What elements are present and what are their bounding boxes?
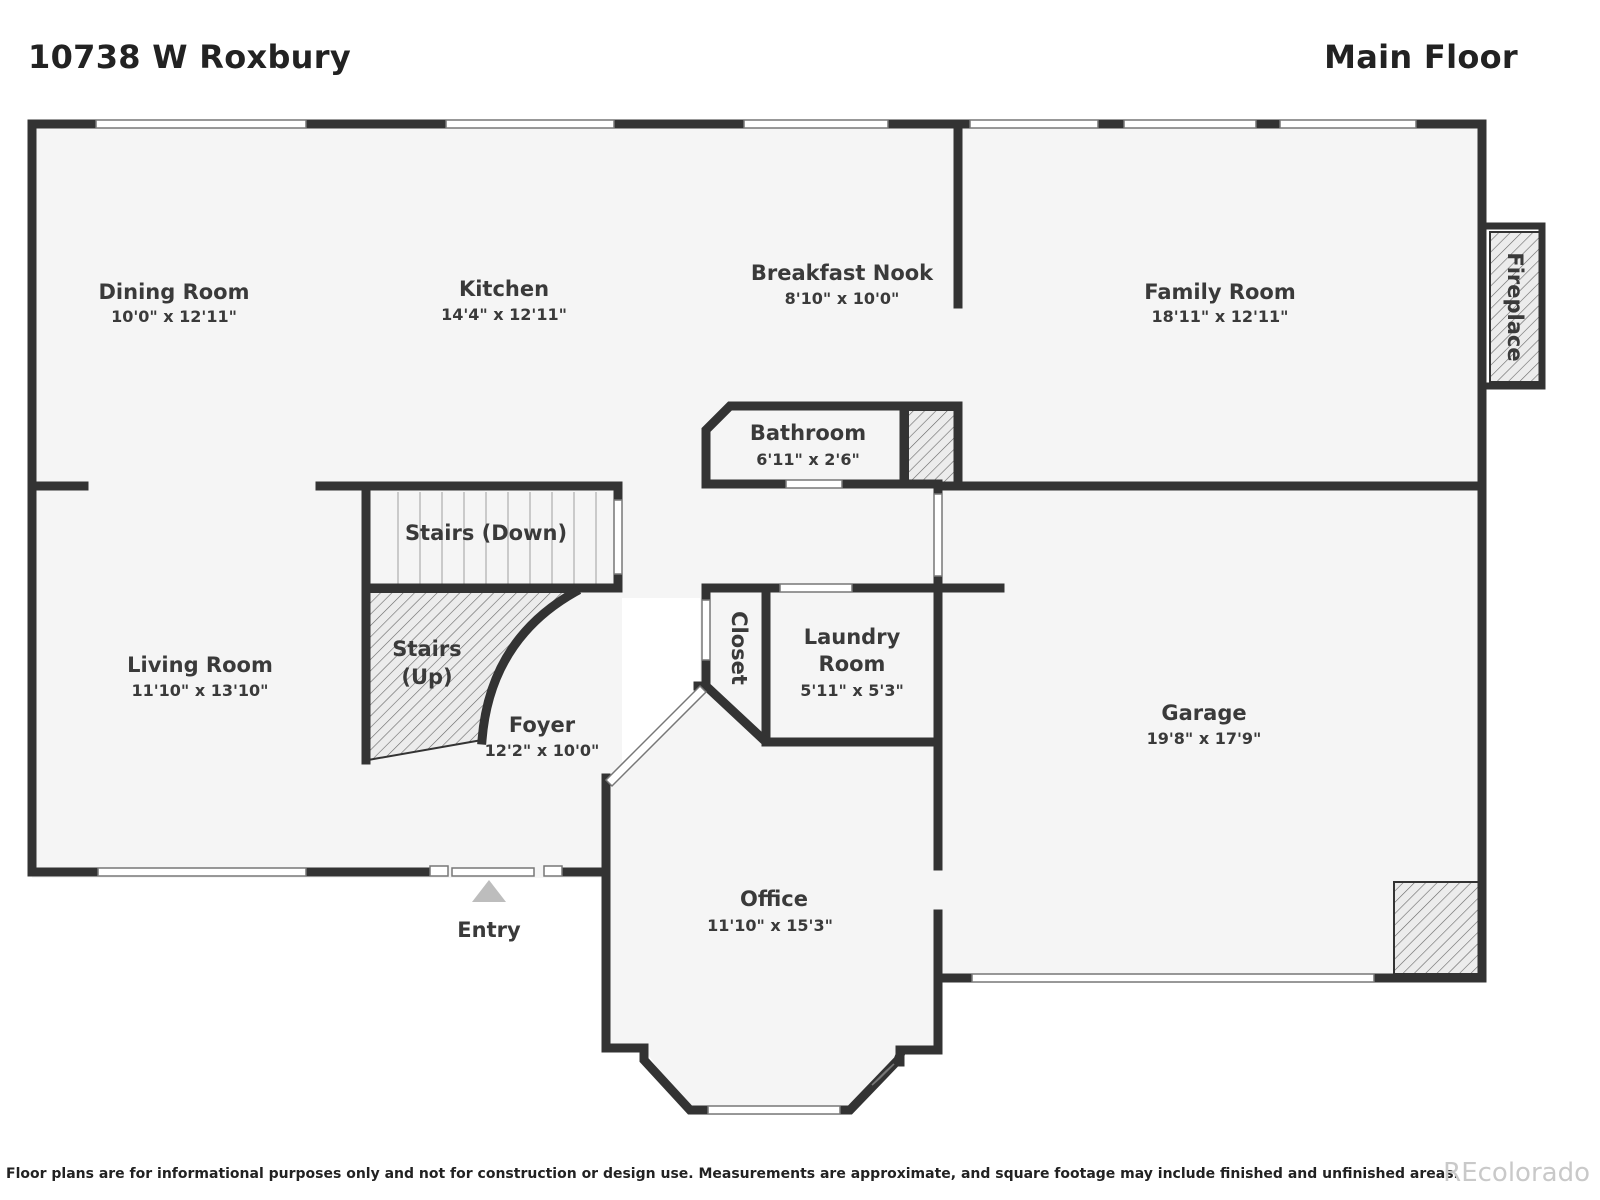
breakfast-nook-name: Breakfast Nook (751, 261, 934, 285)
hatched-areas (367, 231, 1543, 975)
floor-fills (32, 124, 1486, 1115)
stairs-up-name-2: (Up) (401, 665, 452, 689)
kitchen-dims: 14'4" x 12'11" (441, 305, 567, 324)
address-title: 10738 W Roxbury (28, 38, 351, 76)
living-room-name: Living Room (127, 653, 273, 677)
laundry-name-1: Laundry (804, 625, 901, 649)
laundry-dims: 5'11" x 5'3" (800, 681, 904, 700)
disclaimer-text: Floor plans are for informational purpos… (6, 1166, 1459, 1182)
brand-logo-text: REcolorado (1443, 1158, 1590, 1188)
entry-label: Entry (457, 918, 521, 942)
bathroom-dims: 6'11" x 2'6" (756, 450, 860, 469)
walls (27, 119, 1546, 1115)
family-room-dims: 18'11" x 12'11" (1152, 307, 1289, 326)
garage-chase-hatch (1393, 881, 1483, 975)
dining-room-name: Dining Room (99, 280, 250, 304)
garage-name: Garage (1161, 701, 1246, 725)
fireplace-name: Fireplace (1503, 252, 1527, 361)
laundry-name-2: Room (819, 652, 886, 676)
office-dims: 11'10" x 15'3" (707, 916, 833, 935)
breakfast-nook-dims: 8'10" x 10'0" (785, 289, 900, 308)
bathroom-chase-hatch (907, 409, 957, 485)
office-name: Office (740, 887, 808, 911)
family-room-name: Family Room (1144, 280, 1295, 304)
bathroom-name: Bathroom (750, 421, 866, 445)
room-labels: Dining Room 10'0" x 12'11" Kitchen 14'4"… (99, 252, 1527, 942)
stairs-up-name-1: Stairs (392, 637, 461, 661)
windows (95, 119, 1417, 1115)
garage-dims: 19'8" x 17'9" (1147, 729, 1262, 748)
living-room-dims: 11'10" x 13'10" (132, 681, 269, 700)
closet-name: Closet (727, 611, 751, 685)
stairs-down-treads (397, 492, 597, 584)
entry-arrow-icon (472, 880, 506, 902)
dining-room-dims: 10'0" x 12'11" (111, 307, 237, 326)
foyer-dims: 12'2" x 10'0" (485, 741, 600, 760)
stairs-down-name: Stairs (Down) (405, 521, 567, 545)
foyer-name: Foyer (509, 713, 576, 737)
floor-title: Main Floor (1324, 38, 1518, 76)
kitchen-name: Kitchen (459, 277, 549, 301)
